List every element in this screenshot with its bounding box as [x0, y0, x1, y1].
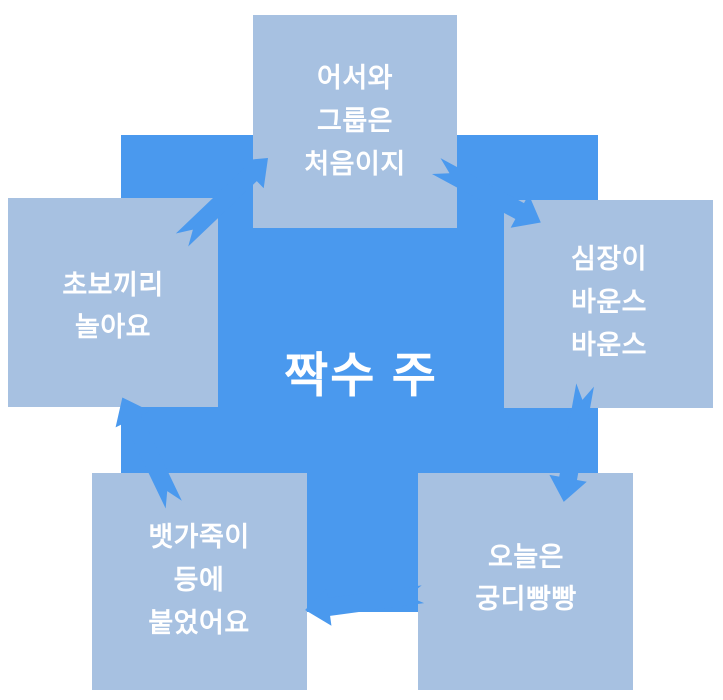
node-bottom-right — [418, 473, 633, 690]
node-left-line-2: 놀아요 — [75, 312, 151, 342]
node-left — [8, 198, 218, 407]
node-bottom-left-line-3: 붙었어요 — [148, 608, 249, 638]
arrow-bottom-right-to-bottom-left — [305, 585, 425, 626]
node-right — [504, 200, 713, 408]
cycle-arrows — [115, 158, 594, 626]
node-top-line-1: 어서와 — [317, 63, 393, 93]
node-bottom-left-line-2: 등에 — [174, 565, 225, 595]
node-bottom-right-line-2: 궁디빵빵 — [475, 584, 576, 614]
node-top-line-2: 그룹은 — [317, 106, 393, 136]
node-right-line-3: 바운스 — [571, 330, 647, 360]
arrow-right-to-bottom-right — [549, 383, 594, 502]
arrow-left-to-top — [175, 158, 268, 247]
node-right-line-2: 바운스 — [571, 287, 647, 317]
node-bottom-left — [92, 473, 307, 690]
node-left-line-1: 초보끼리 — [62, 270, 163, 300]
center-label: 짝수 주 — [284, 350, 438, 403]
node-bottom-right-line-1: 오늘은 — [488, 542, 564, 572]
node-bottom-left-line-1: 뱃가죽이 — [148, 522, 249, 552]
arrow-top-to-right — [431, 158, 541, 228]
arrow-bottom-left-to-left — [115, 397, 182, 509]
node-top — [253, 15, 457, 228]
node-top-line-3: 처음이지 — [304, 149, 405, 179]
node-right-line-1: 심장이 — [571, 244, 647, 274]
